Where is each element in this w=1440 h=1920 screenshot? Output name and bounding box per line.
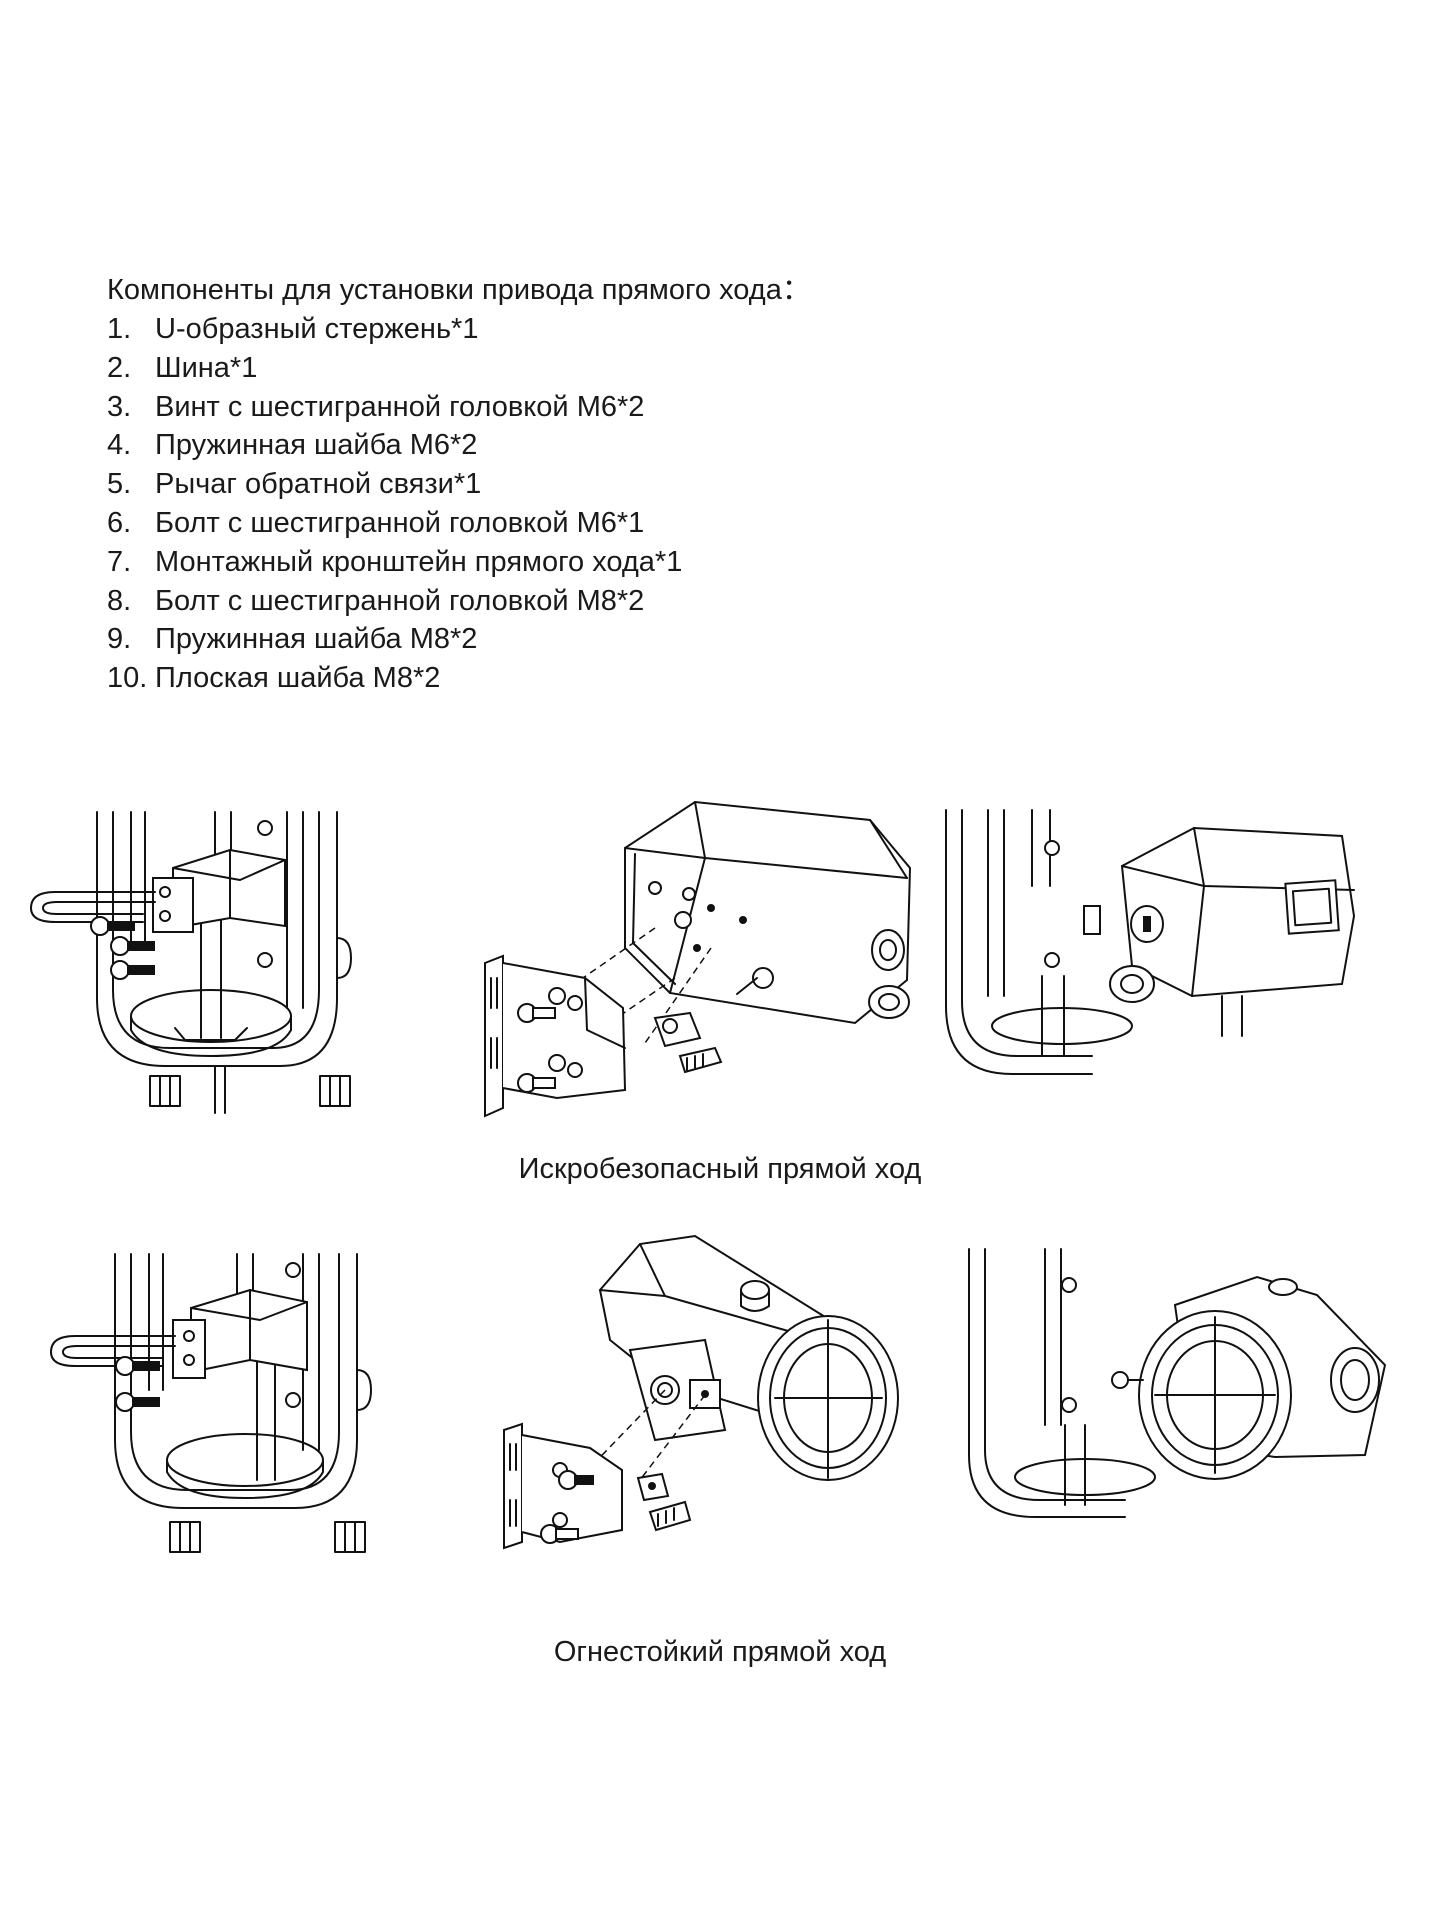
positioner-assembled-drawing: [942, 806, 1367, 1086]
list-item: 7. Монтажный кронштейн прямого хода*1: [107, 543, 682, 582]
item-text: Монтажный кронштейн прямого хода*1: [155, 545, 683, 578]
item-number: 3.: [107, 390, 132, 423]
hex-screw: [111, 961, 155, 979]
hex-screw: [116, 1393, 160, 1411]
hex-bolt: [518, 1063, 582, 1092]
item-text: Рычаг обратной связи*1: [155, 468, 482, 501]
item-number: 10.: [107, 662, 148, 695]
actuator-yoke-drawing-2: [45, 1250, 420, 1555]
item-number: 2.: [107, 351, 132, 384]
hex-screw: [111, 937, 155, 955]
item-number: 6.: [107, 506, 132, 539]
flameproof-positioner-exploded-drawing: [490, 1230, 920, 1555]
positioner-exploded-drawing: [475, 798, 925, 1123]
actuator-yoke-drawing: [25, 808, 415, 1113]
components-list: 1. U-образный стержень*1 2. Шина*1 3. Винт …: [107, 310, 682, 698]
list-item: 10.Плоская шайба М8*2: [107, 659, 682, 698]
list-item: 2. Шина*1: [107, 349, 682, 388]
item-text: Плоская шайба М8*2: [155, 662, 441, 695]
list-item: 5. Рычаг обратной связи*1: [107, 465, 682, 504]
item-text: Пружинная шайба М8*2: [155, 623, 478, 656]
list-item: 9. Пружинная шайба М8*2: [107, 620, 682, 659]
item-text: Болт с шестигранной головкой М6*1: [155, 506, 645, 539]
item-text: Шина*1: [155, 351, 258, 384]
item-number: 9.: [107, 623, 132, 656]
list-item: 1. U-образный стержень*1: [107, 310, 682, 349]
hex-bolt: [559, 1471, 594, 1489]
item-number: 5.: [107, 468, 132, 501]
item-text: U-образный стержень*1: [155, 313, 479, 345]
hex-screw: [91, 917, 135, 935]
item-number: 4.: [107, 429, 132, 462]
components-heading: Компоненты для установки привода прямого…: [107, 274, 811, 306]
hex-screw: [116, 1357, 160, 1375]
hex-bolt: [541, 1525, 578, 1543]
item-number: 8.: [107, 584, 132, 617]
list-item: 8. Болт с шестигранной головкой М8*2: [107, 582, 682, 621]
list-item: 6. Болт с шестигранной головкой М6*1: [107, 504, 682, 543]
flameproof-positioner-assembled-drawing: [965, 1245, 1400, 1535]
list-item: 4. Пружинная шайба М6*2: [107, 426, 682, 465]
item-text: Пружинная шайба М6*2: [155, 429, 478, 462]
hex-bolt: [518, 996, 582, 1022]
caption-flameproof: Огнестойкий прямой ход: [553, 1636, 887, 1668]
caption-intrinsically-safe: Искробезопасный прямой ход: [518, 1153, 922, 1185]
item-text: Винт с шестигранной головкой М6*2: [155, 390, 645, 423]
item-number: 1.: [107, 313, 132, 345]
list-item: 3. Винт с шестигранной головкой М6*2: [107, 388, 682, 427]
item-text: Болт с шестигранной головкой М8*2: [155, 584, 645, 617]
item-number: 7.: [107, 545, 132, 578]
